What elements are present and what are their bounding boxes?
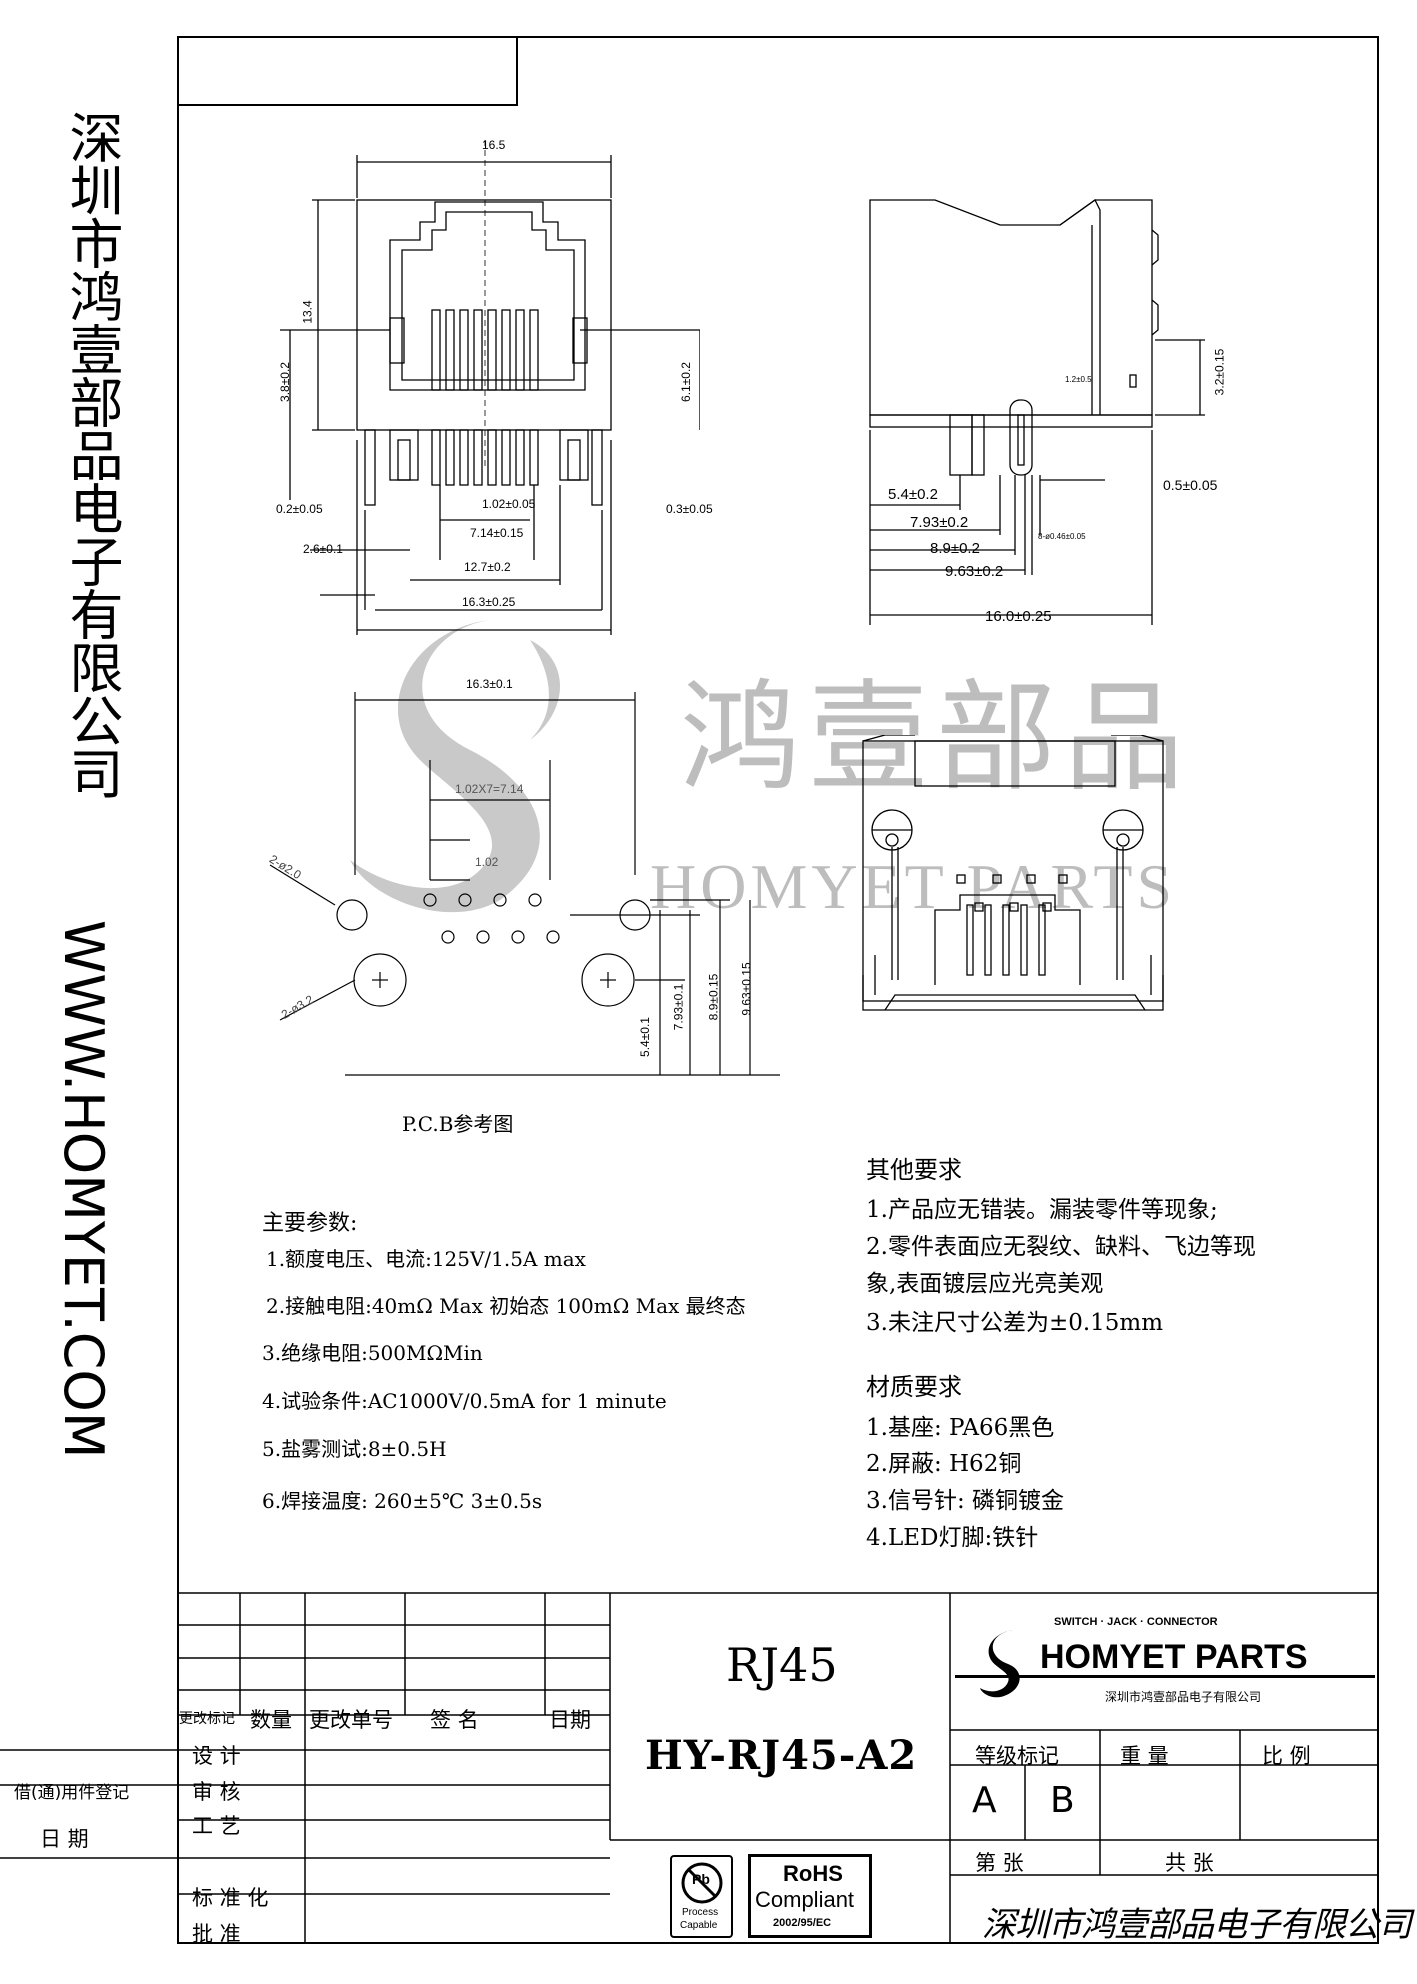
side-view-drawing [869, 199, 1205, 625]
dim-front-pin-w2: 0.3±0.05 [666, 502, 713, 516]
spec-item-5: 5.盐雾测试:8±0.5H [262, 1437, 447, 1461]
specs-title: 主要参数: [262, 1211, 358, 1236]
dim-side-small: 1.2±0.5 [1065, 375, 1092, 384]
tb-process: 工 艺 [192, 1814, 241, 1838]
watermark-logo-icon [350, 620, 560, 913]
tb-date: 日期 [549, 1708, 591, 1732]
tb-scale: 比 例 [1262, 1744, 1311, 1768]
watermark-cn: 鸿壹部品 [680, 669, 1192, 808]
dim-pcb-pitch-total: 1.02X7=7.14 [455, 782, 524, 796]
tb-grade-a: A [972, 1780, 997, 1821]
other-line-4: 3.未注尺寸公差为±0.15mm [866, 1310, 1164, 1336]
tb-standard: 标 准 化 [192, 1886, 269, 1910]
tb-weight: 重 量 [1120, 1744, 1169, 1768]
dim-front-span1: 7.14±0.15 [470, 526, 524, 540]
dim-pcb-v3: 8.9±0.15 [706, 973, 721, 1021]
pcb-caption: P.C.B参考图 [402, 1112, 514, 1136]
tb-change-no: 更改单号 [309, 1708, 393, 1732]
pb-sub1: Process [682, 1907, 719, 1918]
dim-front-off: 2.6±0.1 [303, 542, 343, 556]
dim-pcb-v2: 7.93±0.1 [671, 983, 686, 1031]
dim-front-pin-w: 0.2±0.05 [276, 502, 323, 516]
rohs-badge: RoHS Compliant 2002/95/EC [748, 1854, 872, 1938]
tb-total: 共 张 [1165, 1851, 1214, 1875]
material-line-3: 3.信号针: 磷铜镀金 [866, 1488, 1065, 1514]
spec-item-2: 2.接触电阻:40mΩ Max 初始态 100mΩ Max 最终态 [266, 1294, 746, 1318]
material-line-2: 2.屏蔽: H62铜 [866, 1451, 1022, 1477]
logo-tag: SWITCH · JACK · CONNECTOR [1054, 1616, 1218, 1628]
dim-side-d4: 9.63±0.2 [945, 563, 1004, 580]
logo-line [955, 1675, 1375, 1678]
dim-front-height: 13.4 [300, 300, 315, 324]
title-block-grid [0, 1592, 1379, 1944]
other-line-1: 1.产品应无错装。漏装零件等现象; [866, 1197, 1218, 1223]
dim-side-d1: 5.4±0.2 [888, 486, 938, 503]
tb-grade-b: B [1050, 1780, 1075, 1821]
logo-s-icon [980, 1630, 1020, 1698]
material-title: 材质要求 [866, 1373, 962, 1401]
dim-pcb-total: 16.3±0.1 [466, 677, 513, 691]
pb-free-icon [681, 1862, 723, 1904]
pcb-drawing [269, 692, 780, 1076]
watermark-en: HOMYET PARTS [650, 851, 1177, 922]
tb-product: RJ45 [726, 1638, 838, 1692]
dim-front-h1: 3.8±0.2 [277, 362, 292, 402]
dim-pcb-v1: 5.4±0.1 [637, 1017, 652, 1057]
dim-front-pitch: 1.02±0.05 [482, 497, 536, 511]
tb-date2: 日 期 [40, 1827, 89, 1851]
dim-side-d2: 7.93±0.2 [910, 514, 969, 531]
tb-rev-mark: 更改标记 [179, 1711, 235, 1727]
logo-cn: 深圳市鸿壹部品电子有限公司 [1105, 1690, 1262, 1704]
dim-side-total: 16.0±0.25 [985, 608, 1052, 625]
spec-item-3: 3.绝缘电阻:500MΩMin [262, 1341, 483, 1365]
dim-front-total: 16.3±0.25 [462, 595, 516, 609]
pb-label: Pb [692, 1871, 710, 1887]
other-line-3: 象,表面镀层应光亮美观 [866, 1271, 1104, 1297]
pb-free-badge: Pb Process Capable [670, 1855, 733, 1938]
front-view-drawing [280, 140, 700, 635]
rohs-line2: Compliant [755, 1887, 855, 1912]
tb-borrow: 借(通)用件登记 [14, 1783, 130, 1803]
logo-name: HOMYET PARTS [1040, 1638, 1308, 1676]
dim-pcb-v4: 9.63±0.15 [739, 962, 754, 1016]
dim-front-h2: 6.1±0.2 [678, 362, 693, 402]
tb-grade: 等级标记 [975, 1744, 1059, 1768]
top-left-box [177, 36, 518, 106]
tb-sign: 签 名 [430, 1708, 479, 1732]
pb-sub2: Capable [680, 1920, 718, 1931]
tb-sheet: 第 张 [975, 1851, 1024, 1875]
spec-item-1: 1.额度电压、电流:125V/1.5A max [266, 1247, 586, 1271]
dim-side-d3: 8.9±0.2 [930, 540, 980, 557]
tb-approve: 批 准 [192, 1922, 241, 1946]
rohs-line1: RoHS [783, 1861, 843, 1886]
tb-part-no: HY-RJ45-A2 [645, 1732, 918, 1779]
signature: 深圳市鸿壹部品电子有限公司 [982, 1905, 1412, 1945]
material-line-1: 1.基座: PA66黑色 [866, 1415, 1055, 1441]
dim-front-span2: 12.7±0.2 [464, 560, 511, 574]
tb-design: 设 计 [192, 1744, 241, 1768]
dim-side-pin: 0.5±0.05 [1163, 477, 1218, 493]
other-title: 其他要求 [866, 1156, 962, 1184]
spec-item-6: 6.焊接温度: 260±5℃ 3±0.5s [262, 1489, 543, 1513]
dim-pcb-pitch: 1.02 [475, 855, 499, 869]
material-line-4: 4.LED灯脚:铁针 [866, 1525, 1039, 1551]
rear-view-drawing [862, 735, 1164, 1011]
tb-qty: 数量 [250, 1708, 292, 1732]
drawing-frame [177, 36, 1379, 1944]
tb-review: 审 核 [192, 1780, 241, 1804]
spec-item-4: 4.试验条件:AC1000V/0.5mA for 1 minute [262, 1389, 667, 1413]
company-vertical-text: 深圳市鸿壹部品电子有限公司 [60, 110, 123, 799]
rohs-line3: 2002/95/EC [773, 1917, 832, 1929]
website-vertical-text: WWW.HOMYET.COM [52, 920, 115, 1459]
dim-side-h: 3.2±0.15 [1212, 348, 1227, 396]
other-line-2: 2.零件表面应无裂纹、缺料、飞边等现 [866, 1234, 1256, 1260]
dim-side-note: 8-ø0.46±0.05 [1038, 532, 1086, 541]
dim-front-width: 16.5 [482, 138, 506, 152]
